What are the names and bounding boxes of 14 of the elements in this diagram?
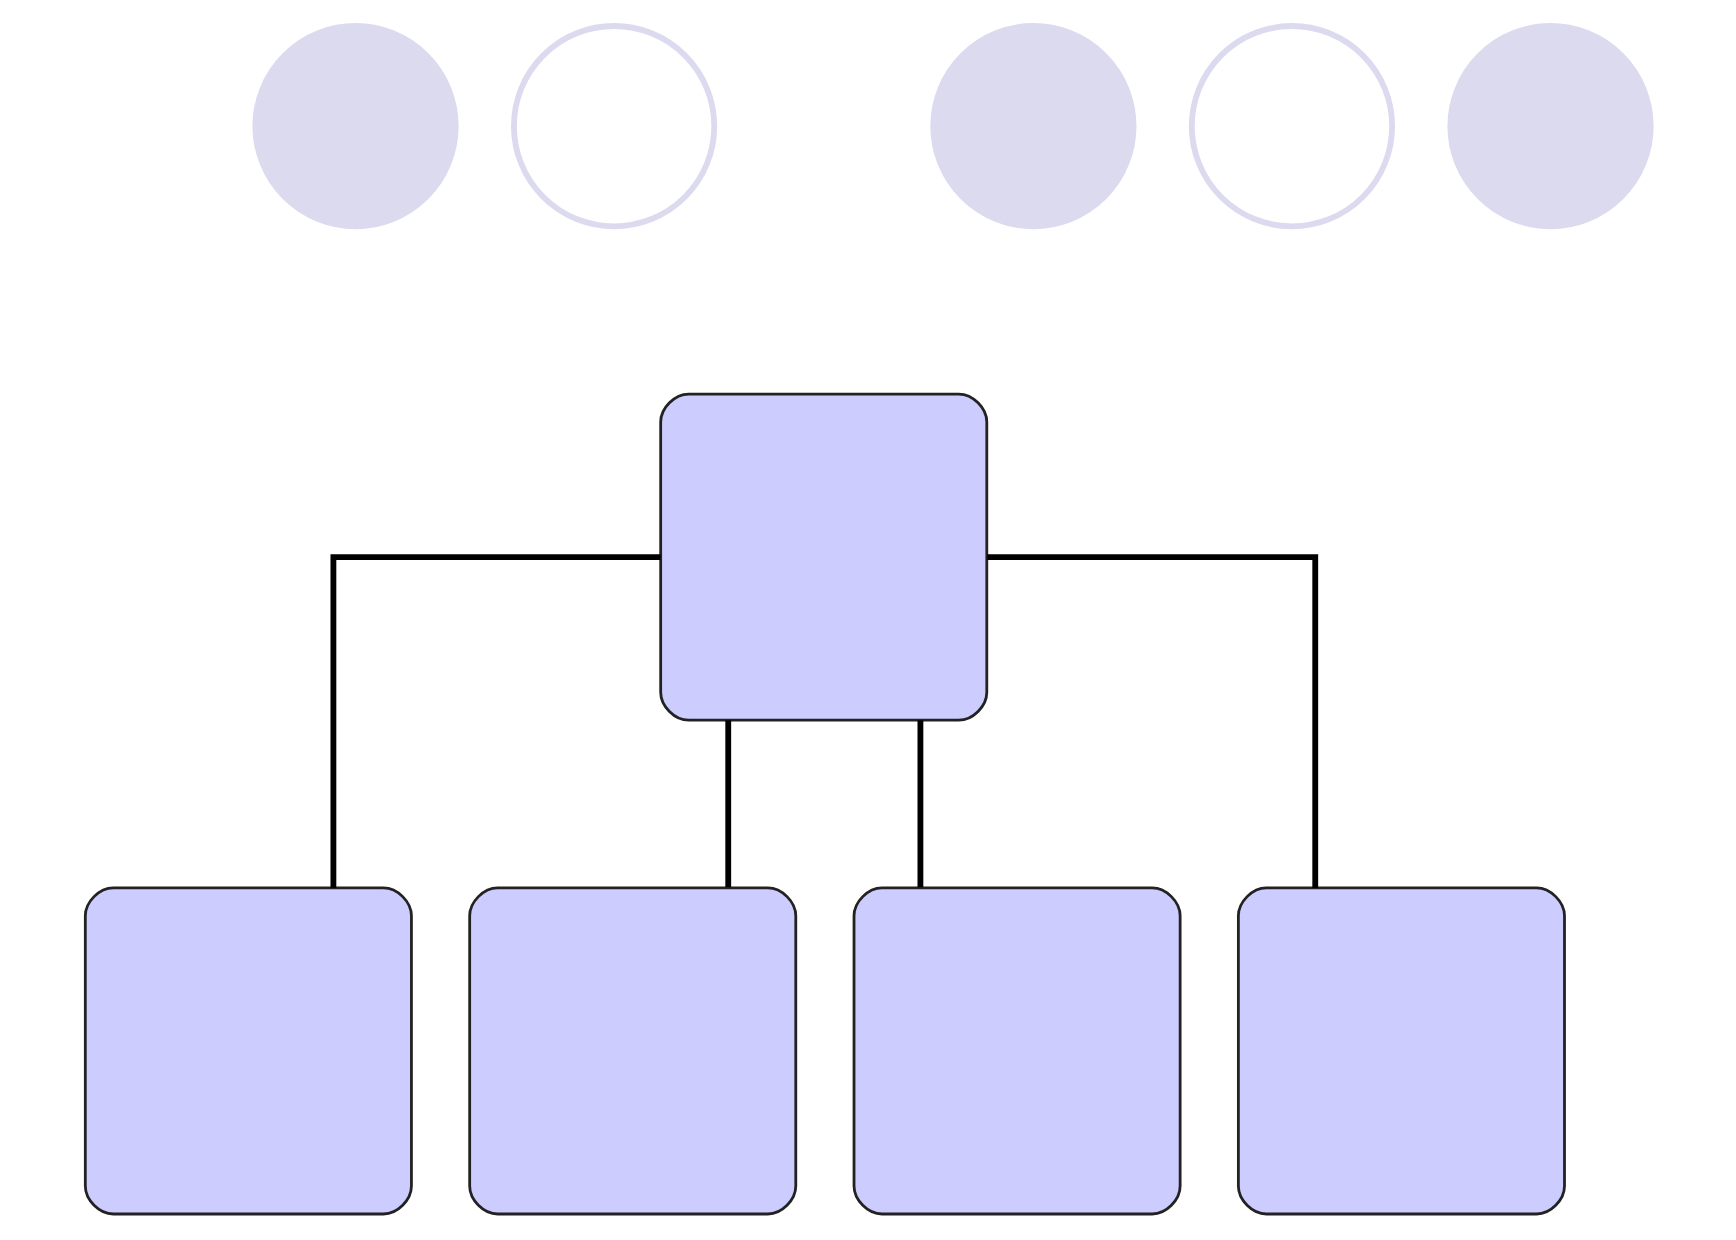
node-box <box>1237 886 1566 1216</box>
connector <box>330 554 661 888</box>
node-circle <box>1447 23 1654 230</box>
node-circle <box>1188 23 1396 230</box>
connector <box>987 554 1319 888</box>
connector <box>917 720 924 888</box>
node-circle <box>252 23 459 230</box>
node-box <box>659 392 989 722</box>
node-box <box>468 886 798 1216</box>
node-box <box>83 886 413 1216</box>
node-circle <box>930 23 1137 230</box>
node-circle <box>511 23 718 230</box>
node-box <box>852 886 1182 1216</box>
connector <box>725 720 732 888</box>
